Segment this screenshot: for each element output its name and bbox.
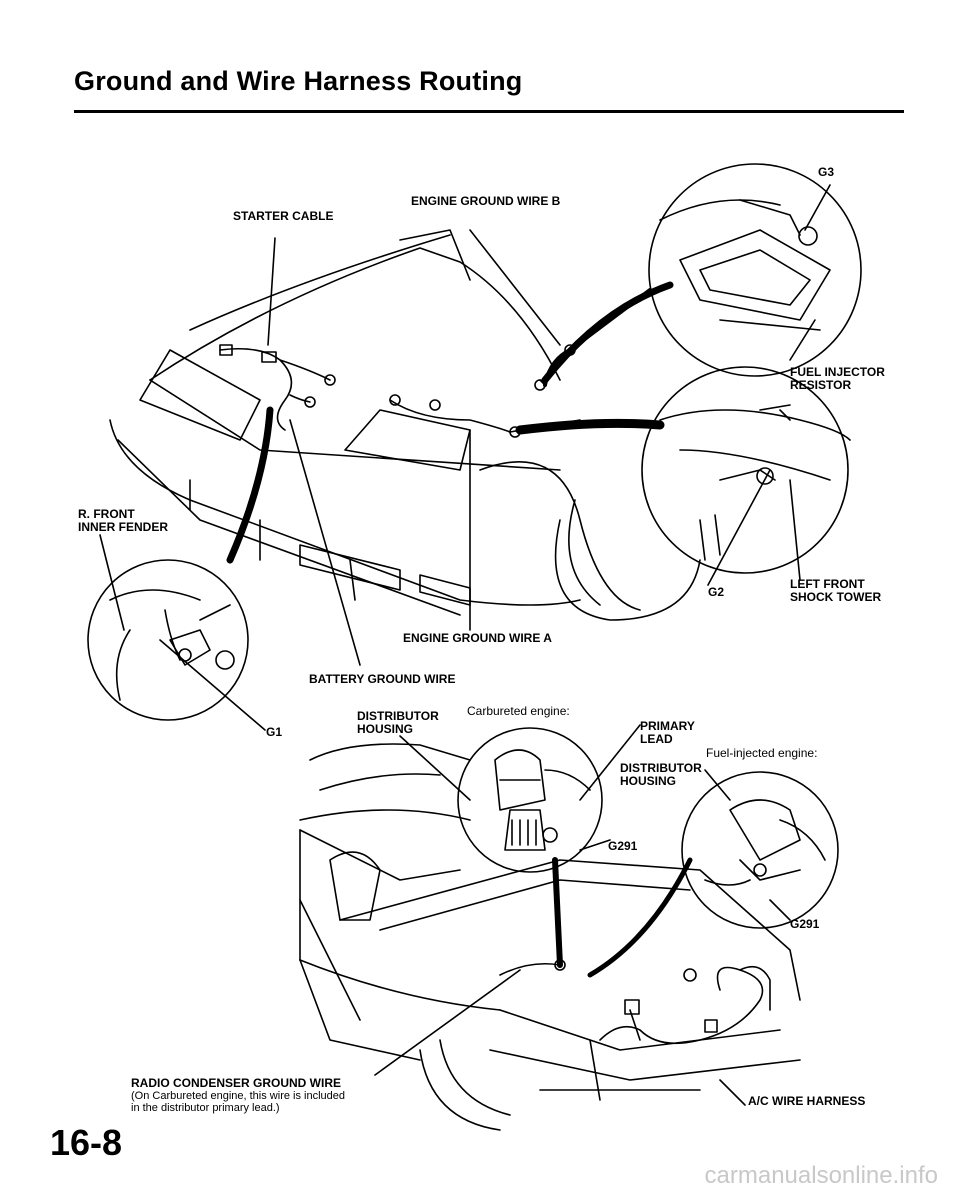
label-g1: G1 [266,725,283,739]
g1-detail-circle [87,559,249,721]
label-engine-ground-wire-a: ENGINE GROUND WIRE A [403,631,552,645]
label-ac-wire-harness: A/C WIRE HARNESS [748,1094,866,1108]
label-fuel-injector-resistor-2: RESISTOR [790,378,852,392]
title-rule [74,110,904,113]
page-number: 16-8 [50,1122,123,1163]
top-car-drawing [109,229,701,621]
label-distributor-housing-carb-1: DISTRIBUTOR [357,709,439,723]
leader-g291-fi [587,857,693,978]
label-distributor-housing-fi-1: DISTRIBUTOR [620,761,702,775]
label-fuel-injector-resistor-1: FUEL INJECTOR [790,365,885,379]
label-radio-condenser-ground-wire: RADIO CONDENSER GROUND WIRE [131,1076,342,1090]
label-distributor-housing-carb-2: HOUSING [357,722,414,736]
leader-g2 [515,418,665,435]
label-g291-carb: G291 [608,839,638,853]
note-radio-condenser-1: (On Carbureted engine, this wire is incl… [131,1090,346,1102]
label-carbureted-engine: Carbureted engine: [467,704,570,718]
leader-g3 [541,281,674,384]
bottom-car-drawing [299,743,801,1131]
page-title: Ground and Wire Harness Routing [74,66,523,96]
label-distributor-housing-fi-2: HOUSING [620,774,677,788]
top-wires [219,288,652,438]
label-left-front-shock-tower-2: SHOCK TOWER [790,590,882,604]
g3-detail-circle [648,163,862,377]
note-radio-condenser-2: in the distributor primary lead.) [131,1102,280,1114]
label-r-front-inner-fender-1: R. FRONT [78,507,135,521]
label-engine-ground-wire-b: ENGINE GROUND WIRE B [411,194,561,208]
label-primary-lead-1: PRIMARY [640,719,695,733]
watermark: carmanualsonline.info [704,1162,938,1189]
label-left-front-shock-tower-1: LEFT FRONT [790,577,865,591]
g2-detail-circle [641,366,851,574]
label-starter-cable: STARTER CABLE [233,209,334,223]
label-g291-fi: G291 [790,917,820,931]
label-g3: G3 [818,165,835,179]
label-r-front-inner-fender-2: INNER FENDER [78,520,169,534]
fi-distributor-circle [681,771,839,929]
label-fuel-injected-engine: Fuel-injected engine: [706,746,818,760]
carb-distributor-circle [457,727,603,873]
bottom-wires [499,959,771,1045]
label-g2: G2 [708,585,725,599]
label-primary-lead-2: LEAD [640,732,673,746]
leader-g291-carb [552,857,563,968]
leader-g1 [226,406,274,564]
label-battery-ground-wire: BATTERY GROUND WIRE [309,672,456,686]
